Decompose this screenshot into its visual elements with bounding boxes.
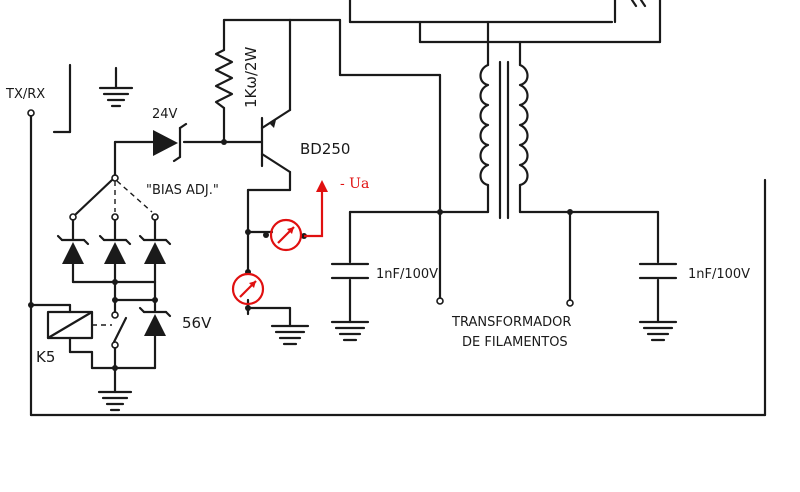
top-box-fragment — [348, 0, 662, 44]
transformer-label-2: DE FILAMENTOS — [462, 335, 568, 350]
zener-56v-label: 56V — [182, 314, 212, 332]
ground-icon — [270, 324, 310, 346]
transformer: TRANSFORMADOR DE FILAMENTOS — [436, 20, 660, 350]
bias-adj-label: "BIAS ADJ." — [146, 183, 219, 198]
ua-label: - Ua — [340, 176, 369, 192]
capacitor-right: 1nF/100V — [638, 210, 750, 342]
zener-56v: 56V — [138, 298, 212, 370]
transistor-icon: BD250 — [246, 18, 350, 234]
cap-left-label: 1nF/100V — [376, 267, 438, 282]
ammeter-icon — [269, 218, 303, 252]
relay-k5: K5 — [28, 298, 157, 394]
txrx-label: TX/RX — [5, 87, 45, 102]
emitter-branch — [245, 229, 307, 328]
capacitor-left: 1nF/100V — [330, 209, 443, 342]
ground-icon — [97, 390, 133, 412]
zener-diode-icon: 24V — [152, 107, 188, 163]
base-bias-line — [113, 139, 264, 145]
bias-switch — [69, 140, 159, 221]
transistor-label: BD250 — [300, 140, 350, 158]
ground-icon — [98, 66, 134, 108]
resistor-icon: 1Kω/2W — [214, 18, 292, 144]
relay-label: K5 — [36, 348, 55, 366]
ammeter-icon — [231, 272, 265, 306]
zener-array — [56, 218, 172, 303]
cap-right-label: 1nF/100V — [688, 267, 750, 282]
transformer-label-1: TRANSFORMADOR — [451, 315, 571, 330]
txrx-input: TX/RX — [5, 63, 767, 417]
ua-output: - Ua — [304, 176, 369, 238]
collector-line — [288, 18, 442, 300]
zener-24v-label: 24V — [152, 107, 178, 122]
resistor-label: 1Kω/2W — [242, 46, 260, 108]
